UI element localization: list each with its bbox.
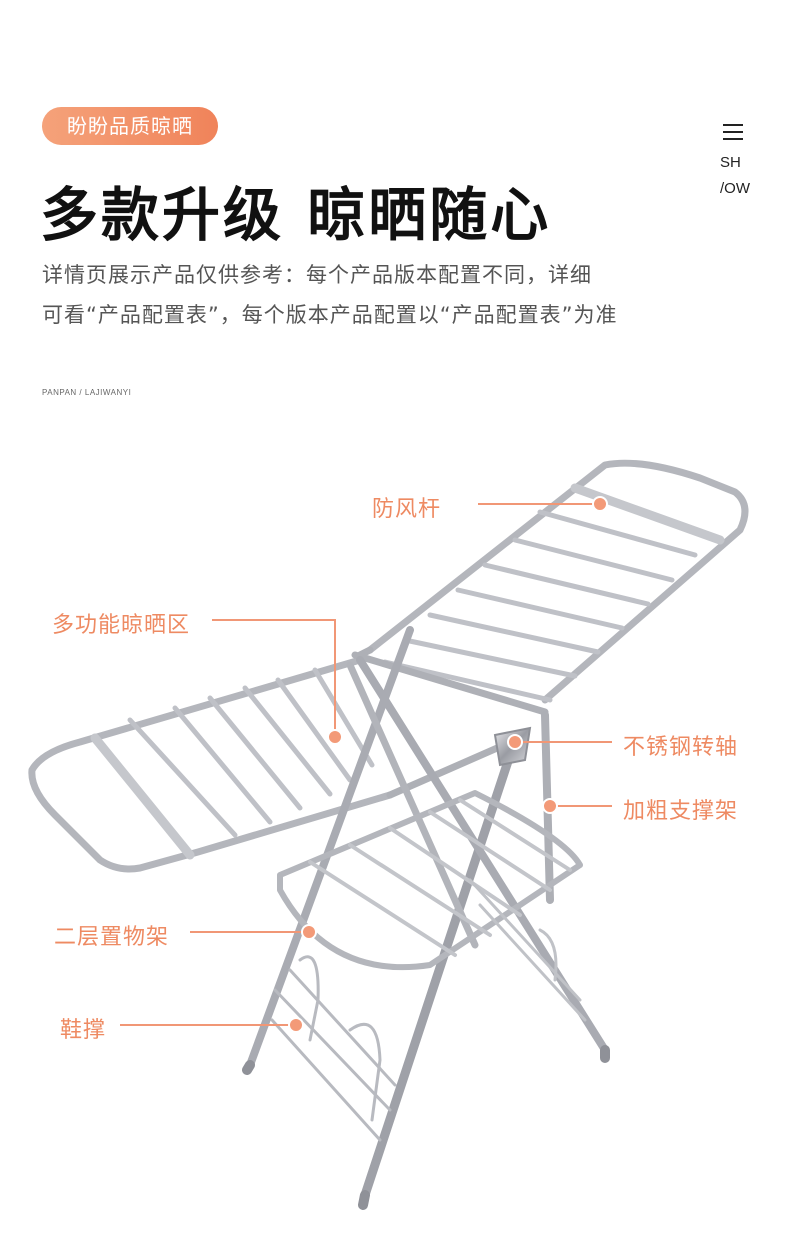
menu-label-line1: SH: [720, 154, 741, 171]
callout-lines: [120, 503, 612, 1026]
page-title: 多款升级 晾晒随心: [40, 181, 552, 249]
callout-dots: [288, 496, 608, 1033]
menu-button[interactable]: SH /OW: [720, 124, 760, 202]
brand-line: PANPAN / LAJIWANYI: [42, 388, 132, 397]
description: 详情页展示产品仅供参考：每个产品版本配置不同，详细 可看“产品配置表”，每个版本…: [42, 255, 742, 335]
brand-badge: 盼盼品质晾晒: [42, 107, 218, 145]
menu-label-line2: /OW: [720, 180, 750, 197]
description-line-2: 可看“产品配置表”，每个版本产品配置以“产品配置表”为准: [42, 303, 618, 327]
hamburger-menu-icon[interactable]: [723, 124, 743, 140]
callout-shoe-rack: 鞋撑: [60, 1018, 107, 1043]
callout-stainless-hinge: 不锈钢转轴: [623, 735, 739, 760]
description-line-1: 详情页展示产品仅供参考：每个产品版本配置不同，详细: [42, 263, 592, 287]
callout-multi-drying-area: 多功能晾晒区: [52, 613, 191, 638]
callout-second-shelf: 二层置物架: [54, 925, 170, 950]
callout-windproof-bar: 防风杆: [372, 497, 442, 522]
callout-thick-support: 加粗支撑架: [623, 799, 739, 824]
